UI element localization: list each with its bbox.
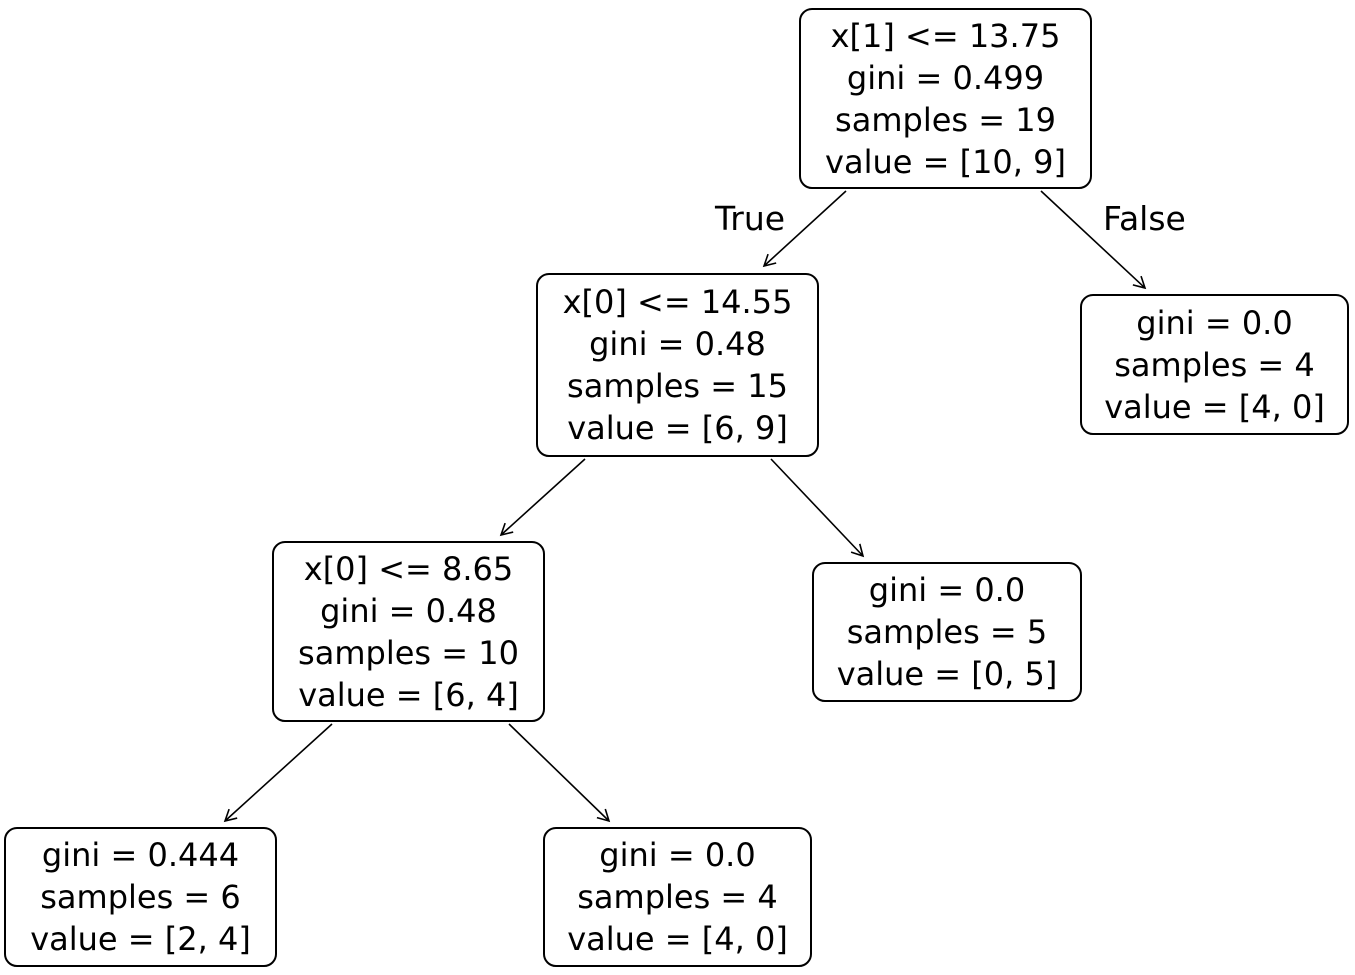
edge-root-to-false-leaf	[1040, 190, 1147, 290]
node-gini: gini = 0.48	[320, 591, 497, 630]
edge-label-false: False	[1103, 199, 1186, 238]
node-value: value = [4, 0]	[567, 920, 788, 958]
edge-left-child-to-left-right-leaf	[770, 458, 865, 558]
node-gini: gini = 0.0	[599, 836, 756, 874]
node-samples: samples = 10	[298, 633, 519, 672]
node-gini: gini = 0.0	[1136, 303, 1293, 342]
edge-root-to-left-child	[762, 190, 847, 268]
node-samples: samples = 4	[1114, 345, 1315, 384]
node-samples: samples = 4	[577, 878, 778, 916]
tree-leaf-bottom-right: gini = 0.0 samples = 4 value = [4, 0]	[543, 827, 812, 967]
edge-left-child-to-left-left-child	[499, 458, 586, 537]
node-samples: samples = 5	[846, 613, 1048, 651]
tree-leaf-left-right: gini = 0.0 samples = 5 value = [0, 5]	[812, 562, 1082, 702]
node-condition: x[1] <= 13.75	[830, 16, 1061, 55]
node-gini: gini = 0.499	[846, 58, 1045, 97]
node-samples: samples = 19	[835, 100, 1056, 139]
node-gini: gini = 0.48	[589, 325, 766, 363]
tree-node-left-child: x[0] <= 14.55 gini = 0.48 samples = 15 v…	[536, 273, 819, 457]
node-gini: gini = 0.444	[41, 836, 240, 874]
node-value: value = [6, 9]	[567, 409, 788, 447]
node-condition: x[0] <= 8.65	[303, 549, 514, 588]
node-value: value = [2, 4]	[30, 920, 251, 958]
tree-node-root: x[1] <= 13.75 gini = 0.499 samples = 19 …	[799, 8, 1092, 189]
node-value: value = [0, 5]	[836, 655, 1058, 693]
edge-left-left-child-to-bottom-left-leaf	[223, 723, 333, 823]
node-condition: x[0] <= 14.55	[562, 283, 793, 321]
node-value: value = [6, 4]	[298, 675, 519, 714]
tree-node-left-left-child: x[0] <= 8.65 gini = 0.48 samples = 10 va…	[272, 541, 545, 722]
node-samples: samples = 6	[40, 878, 241, 916]
edge-label-true: True	[715, 199, 786, 238]
node-gini: gini = 0.0	[868, 571, 1026, 609]
node-value: value = [4, 0]	[1104, 387, 1325, 426]
node-samples: samples = 15	[567, 367, 788, 405]
node-value: value = [10, 9]	[825, 142, 1066, 181]
tree-leaf-false-branch: gini = 0.0 samples = 4 value = [4, 0]	[1080, 294, 1349, 435]
tree-leaf-bottom-left: gini = 0.444 samples = 6 value = [2, 4]	[4, 827, 277, 967]
edge-left-left-child-to-bottom-right-leaf	[508, 723, 611, 823]
